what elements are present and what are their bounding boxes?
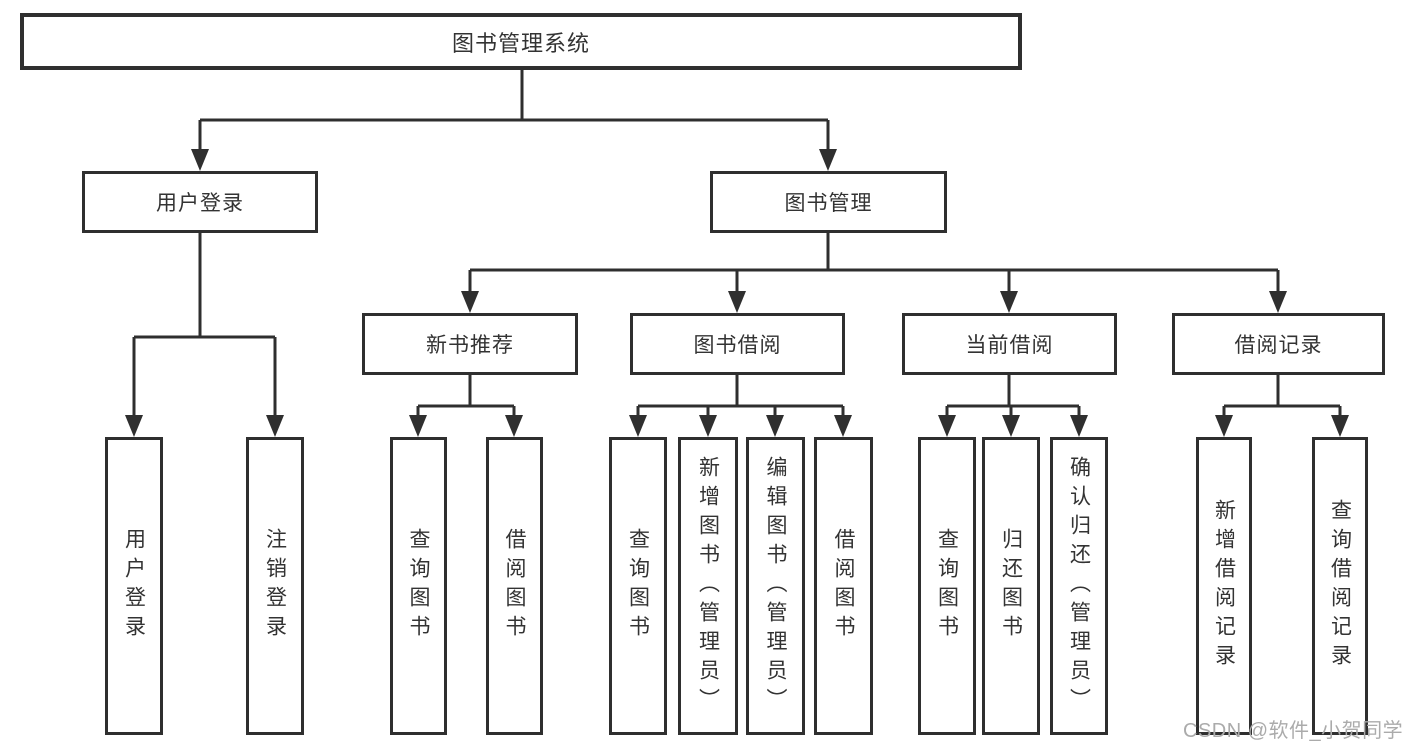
leaf-return-books-label: 归还图书 xyxy=(999,528,1023,644)
csdn-watermark: CSDN @软件_小贺同学 xyxy=(1183,720,1404,742)
connector-new-book-recommend-to-leaves xyxy=(409,375,523,437)
leaf-query-books-borrow: 查询图书 xyxy=(609,437,667,735)
node-library-system-label: 图书管理系统 xyxy=(451,30,590,56)
leaf-edit-books-admin-label: 编辑图书（管理员） xyxy=(764,455,787,717)
leaf-confirm-return-admin: 确认归还（管理员） xyxy=(1050,437,1108,735)
connector-book-borrow-to-leaves xyxy=(629,375,852,437)
leaf-borrow-books-label: 借阅图书 xyxy=(832,528,855,644)
leaf-add-books-admin-label: 新增图书（管理员） xyxy=(696,455,720,717)
node-borrow-records: 借阅记录 xyxy=(1172,313,1385,375)
leaf-query-borrow-record-label: 查询借阅记录 xyxy=(1328,499,1352,673)
leaf-confirm-return-admin-label: 确认归还（管理员） xyxy=(1067,455,1091,717)
leaf-edit-books-admin: 编辑图书（管理员） xyxy=(746,437,805,735)
leaf-add-borrow-record: 新增借阅记录 xyxy=(1196,437,1252,735)
connector-borrow-records-to-leaves xyxy=(1215,375,1349,437)
leaf-query-borrow-record: 查询借阅记录 xyxy=(1312,437,1368,735)
node-new-book-recommend-label: 新书推荐 xyxy=(426,334,514,357)
leaf-borrow-books: 借阅图书 xyxy=(814,437,873,735)
leaf-return-books: 归还图书 xyxy=(982,437,1040,735)
leaf-query-books-recommend: 查询图书 xyxy=(390,437,447,735)
node-book-management-label: 图书管理 xyxy=(784,192,873,215)
node-user-login-label: 用户登录 xyxy=(156,192,244,215)
node-book-management: 图书管理 xyxy=(710,171,947,233)
leaf-query-books-current-label: 查询图书 xyxy=(935,528,959,644)
node-book-borrow-label: 图书借阅 xyxy=(693,334,782,357)
node-library-system: 图书管理系统 xyxy=(20,13,1022,70)
leaf-borrow-books-recommend: 借阅图书 xyxy=(486,437,543,735)
leaf-query-books-borrow-label: 查询图书 xyxy=(626,528,650,644)
connector-book-management-to-level3 xyxy=(461,233,1287,313)
leaf-borrow-books-recommend-label: 借阅图书 xyxy=(503,528,526,644)
node-book-borrow: 图书借阅 xyxy=(630,313,845,375)
leaf-add-borrow-record-label: 新增借阅记录 xyxy=(1212,499,1236,673)
node-new-book-recommend: 新书推荐 xyxy=(362,313,578,375)
connector-current-borrow-to-leaves xyxy=(938,375,1088,437)
node-user-login: 用户登录 xyxy=(82,171,318,233)
node-current-borrow-label: 当前借阅 xyxy=(965,334,1054,357)
leaf-query-books-recommend-label: 查询图书 xyxy=(407,528,430,644)
leaf-user-login-label: 用户登录 xyxy=(122,528,146,644)
node-current-borrow: 当前借阅 xyxy=(902,313,1117,375)
leaf-user-login: 用户登录 xyxy=(105,437,163,735)
leaf-logout-label: 注销登录 xyxy=(263,528,287,644)
leaf-logout: 注销登录 xyxy=(246,437,304,735)
connector-root-to-level2 xyxy=(191,69,837,171)
leaf-query-books-current: 查询图书 xyxy=(918,437,976,735)
leaf-add-books-admin: 新增图书（管理员） xyxy=(678,437,738,735)
node-borrow-records-label: 借阅记录 xyxy=(1234,334,1323,357)
connector-user-login-to-leaves xyxy=(125,233,284,437)
